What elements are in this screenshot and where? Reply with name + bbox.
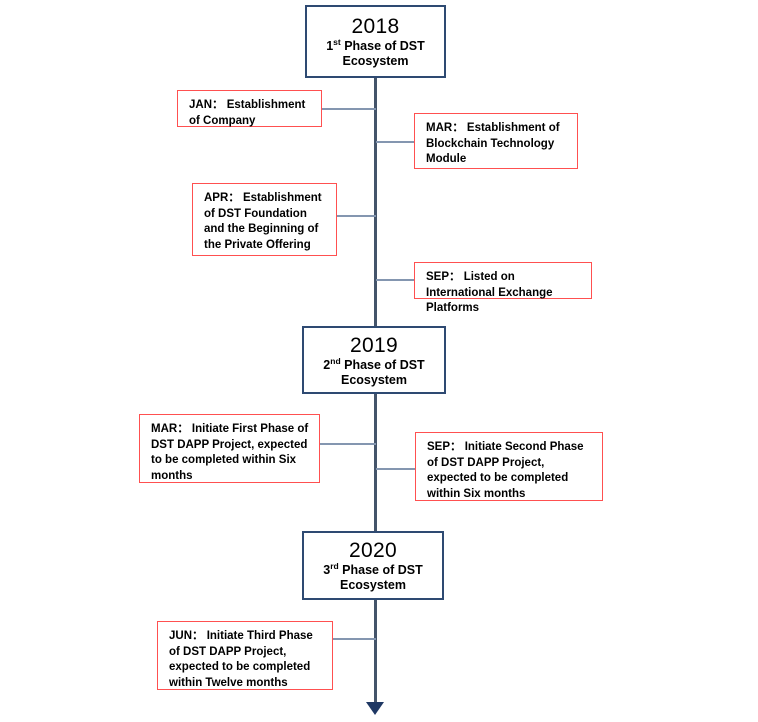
- milestone-text-jun-2020: Initiate Third Phase of DST DAPP Project…: [169, 630, 313, 689]
- year-label-2018: 2018: [351, 15, 400, 38]
- ordinal-suffix-2020: rd: [330, 560, 339, 571]
- milestone-text-mar-2018: Establishment of Blockchain Technology M…: [426, 122, 560, 165]
- milestone-text-apr-2018: Establishment of DST Foundation and the …: [204, 192, 322, 251]
- year-box-2019[interactable]: 2019 2nd Phase of DST Ecosystem: [302, 326, 446, 394]
- connector-apr-2018: [337, 215, 376, 217]
- year-box-2018[interactable]: 2018 1st Phase of DST Ecosystem: [305, 5, 446, 78]
- milestone-text-sep-2019: Initiate Second Phase of DST DAPP Projec…: [427, 441, 584, 500]
- milestone-text-sep-2018: Listed on International Exchange Platfor…: [426, 271, 553, 314]
- year-phase-2019: 2nd Phase of DST Ecosystem: [315, 355, 432, 388]
- milestone-box-jun-2020[interactable]: JUN： Initiate Third Phase of DST DAPP Pr…: [157, 621, 333, 690]
- year-label-2019: 2019: [350, 333, 398, 357]
- milestone-month-sep-2019: SEP：: [427, 441, 462, 453]
- milestone-box-jan-2018[interactable]: JAN： Establishment of Company: [177, 90, 322, 127]
- phase-text-2019-line1: Phase of DST: [344, 357, 425, 372]
- milestone-month-apr-2018: APR：: [204, 192, 240, 204]
- connector-mar-2018: [376, 141, 415, 143]
- timeline-spine-segment-top: [374, 78, 377, 326]
- ordinal-number-2019: 2: [323, 357, 331, 372]
- phase-text-2020-line2: Ecosystem: [339, 578, 406, 592]
- ordinal-number-2018: 1: [326, 39, 334, 53]
- milestone-month-mar-2018: MAR：: [426, 122, 464, 134]
- milestone-month-jun-2020: JUN：: [169, 630, 204, 642]
- year-box-2020[interactable]: 2020 3rd Phase of DST Ecosystem: [302, 531, 444, 600]
- milestone-box-apr-2018[interactable]: APR： Establishment of DST Foundation and…: [192, 183, 337, 256]
- milestone-month-jan-2018: JAN：: [189, 99, 224, 111]
- milestone-month-sep-2018: SEP：: [426, 271, 461, 283]
- phase-text-2018-line2: Ecosystem: [342, 54, 409, 68]
- phase-text-2018-line1: Phase of DST: [344, 39, 425, 53]
- phase-text-2019-line2: Ecosystem: [340, 372, 407, 387]
- phase-text-2020-line1: Phase of DST: [342, 563, 423, 577]
- connector-jan-2018: [322, 108, 376, 110]
- year-phase-2020: 3rd Phase of DST Ecosystem: [315, 560, 431, 593]
- year-phase-2018: 1st Phase of DST Ecosystem: [318, 36, 433, 69]
- milestone-box-mar-2019[interactable]: MAR： Initiate First Phase of DST DAPP Pr…: [139, 414, 320, 483]
- connector-jun-2020: [333, 638, 376, 640]
- milestone-box-sep-2018[interactable]: SEP： Listed on International Exchange Pl…: [414, 262, 592, 314]
- timeline-spine-segment-bottom: [374, 600, 377, 705]
- milestone-text-jan-2018: Establishment of Company: [189, 99, 306, 127]
- ordinal-suffix-2019: nd: [330, 355, 341, 366]
- connector-mar-2019: [320, 443, 376, 445]
- ordinal-number-2020: 3: [323, 563, 331, 577]
- milestone-month-mar-2019: MAR：: [151, 423, 189, 435]
- timeline-spine-segment-middle: [374, 394, 377, 531]
- milestone-text-mar-2019: Initiate First Phase of DST DAPP Project…: [151, 423, 309, 482]
- connector-sep-2018: [376, 279, 415, 281]
- milestone-box-mar-2018[interactable]: MAR： Establishment of Blockchain Technol…: [414, 113, 578, 169]
- timeline-arrow-icon: [366, 702, 384, 715]
- ordinal-suffix-2018: st: [333, 36, 341, 47]
- year-label-2020: 2020: [349, 539, 397, 562]
- connector-sep-2019: [376, 468, 415, 470]
- milestone-box-sep-2019[interactable]: SEP： Initiate Second Phase of DST DAPP P…: [415, 432, 603, 501]
